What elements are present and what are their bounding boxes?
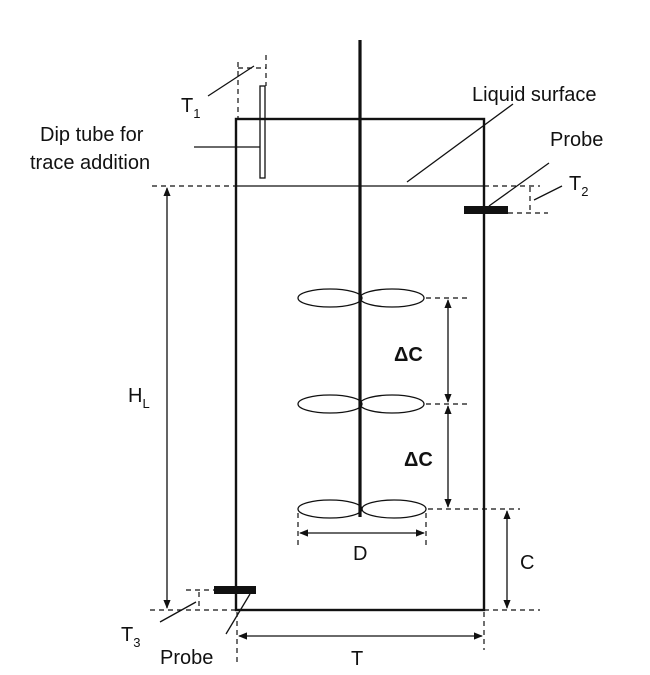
impeller-top-left-blade <box>297 288 363 308</box>
dip-tube-label-line2: trace addition <box>30 152 150 174</box>
liquid-surface-leader <box>406 103 514 183</box>
t3-leader <box>159 601 197 623</box>
probe-bottom-leader <box>225 593 251 635</box>
probe-top-label: Probe <box>550 129 603 151</box>
t1-label: T1 <box>181 95 200 121</box>
impeller-middle-right-blade <box>359 394 425 414</box>
t-label: T <box>351 648 363 670</box>
liquid-surface-label: Liquid surface <box>472 84 597 106</box>
d-label: D <box>353 543 367 565</box>
probe-top-leader <box>488 162 550 207</box>
probe-bottom-label: Probe <box>160 647 213 669</box>
t2-leader <box>533 185 563 201</box>
impeller-middle-left-blade <box>297 394 363 414</box>
dip-tube <box>259 85 266 179</box>
t1-leader <box>207 65 255 97</box>
impeller-top-right-blade <box>359 288 425 308</box>
dip-tube-label-line1: Dip tube for <box>40 124 144 146</box>
t3-label: T3 <box>121 624 140 650</box>
impeller-bottom-left-blade <box>297 499 363 519</box>
impeller-bottom-right-blade <box>361 499 427 519</box>
hl-label: HL <box>128 385 150 411</box>
delta-c-lower-label: ΔC <box>404 449 433 471</box>
t2-label: T2 <box>569 173 588 199</box>
bottom-probe <box>214 586 256 594</box>
delta-c-upper-label: ΔC <box>394 344 423 366</box>
c-label: C <box>520 552 534 574</box>
top-probe <box>464 206 508 214</box>
